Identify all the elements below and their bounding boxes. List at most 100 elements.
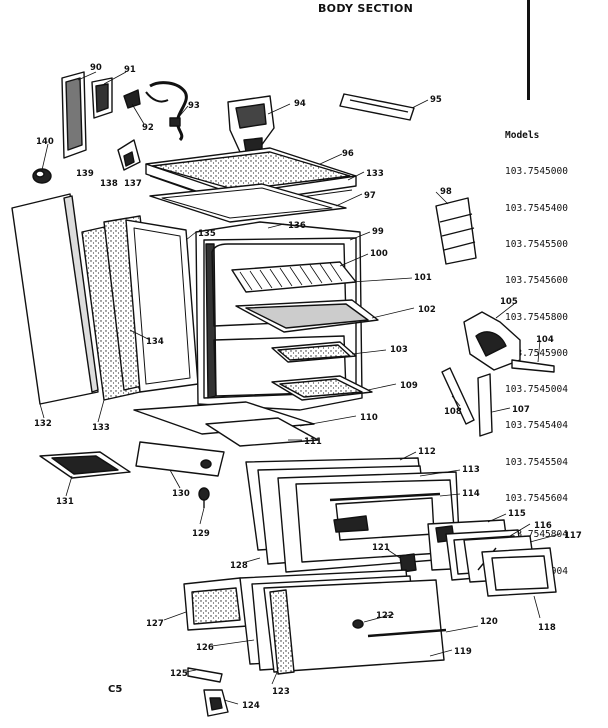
label-126: 126 [196,643,214,653]
model-number: 103.7545004 [505,384,568,396]
label-129: 129 [192,529,210,539]
label-123: 123 [272,687,290,697]
models-header: Models [505,130,540,142]
label-111: 111 [304,437,322,447]
label-121: 121 [372,543,390,553]
part-103-grid [271,341,357,363]
label-110: 110 [360,413,378,423]
part-90-bracket [61,71,87,159]
label-115: 115 [508,509,526,519]
label-140: 140 [36,137,54,147]
part-94-valve [227,95,275,153]
label-124: 124 [242,701,260,711]
label-90: 90 [90,63,102,73]
label-100: 100 [370,249,388,259]
part-130-trim [135,441,225,477]
label-136: 136 [288,221,306,231]
label-117: 117 [564,531,582,541]
part-131-grille [39,451,131,479]
leader-lines [39,71,561,705]
label-96: 96 [342,149,354,159]
label-104: 104 [536,335,554,345]
part-98-side-rack [435,197,477,265]
part-97-top-frame [149,183,347,223]
label-134: 134 [146,337,164,347]
part-112-door [245,457,461,573]
label-112: 112 [418,447,436,457]
part-140-knob [32,168,52,184]
label-133-left: 133 [92,423,110,433]
label-102: 102 [418,305,436,315]
label-127: 127 [146,619,164,629]
model-number: 103.7545400 [505,202,568,214]
model-number: 103.7545800 [505,311,568,323]
label-105: 105 [500,297,518,307]
label-97: 97 [364,191,376,201]
model-number: 103.7545604 [505,493,568,504]
part-102-pan [235,299,379,333]
part-109-lower-rack [271,375,373,401]
label-113: 113 [462,465,480,475]
model-number: 103.7545900 [505,347,568,359]
model-number: 103.7545404 [505,420,568,432]
part-105-burner [463,311,555,373]
label-138: 138 [100,179,118,189]
model-number: 103.7545804 [505,529,568,541]
label-132: 132 [34,419,52,429]
part-107-bracket [477,373,493,437]
label-101: 101 [414,273,432,283]
corner-code: C5 [108,684,123,695]
part-92-clip [123,89,141,109]
label-109: 109 [400,381,418,391]
label-108: 108 [444,407,462,417]
part-100-rack [231,261,357,293]
label-130: 130 [172,489,190,499]
label-128: 128 [230,561,248,571]
label-91: 91 [124,65,136,75]
label-93: 93 [188,101,200,111]
label-137: 137 [124,179,142,189]
part-93-wire-harness [145,81,188,142]
label-94: 94 [294,99,306,109]
part-132-side-panel [11,193,99,405]
label-118: 118 [538,623,556,633]
label-98: 98 [440,187,452,197]
label-103: 103 [390,345,408,355]
model-number: 103.7545504 [505,456,568,468]
model-number: 103.7545500 [505,239,568,251]
part-138-bracket [117,139,141,171]
label-139: 139 [76,169,94,179]
label-99: 99 [372,227,384,237]
part-111-plate [205,417,319,447]
part-91-bracket [91,77,113,119]
model-number: 103.7545600 [505,275,568,287]
part-121-clip [399,553,417,573]
label-120: 120 [480,617,498,627]
label-95: 95 [430,95,442,105]
part-125-latch [187,667,223,683]
label-125: 125 [170,669,188,679]
page-title: BODY SECTION [318,2,414,15]
part-96-top-panel [145,147,357,205]
label-107: 107 [512,405,530,415]
model-number: 103.7545000 [505,166,568,178]
label-131: 131 [56,497,74,507]
label-135: 135 [198,229,216,239]
label-92: 92 [142,123,154,133]
part-108-tube [441,367,475,425]
part-labels: 90 91 92 93 94 95 96 133 97 98 99 100 10… [34,63,582,711]
part-129-knob [198,487,210,508]
label-114: 114 [462,489,480,499]
label-116: 116 [534,521,552,531]
part-118-window [481,547,557,597]
label-133-top: 133 [366,169,384,179]
margin-rule [527,0,530,100]
part-134-inner-panel [103,215,199,393]
part-127-drawer [183,577,249,631]
label-119: 119 [454,647,472,657]
part-119-drawer-front [239,569,447,675]
part-124-bracket [203,689,229,717]
label-122: 122 [376,611,394,621]
part-95-strip [339,93,415,121]
